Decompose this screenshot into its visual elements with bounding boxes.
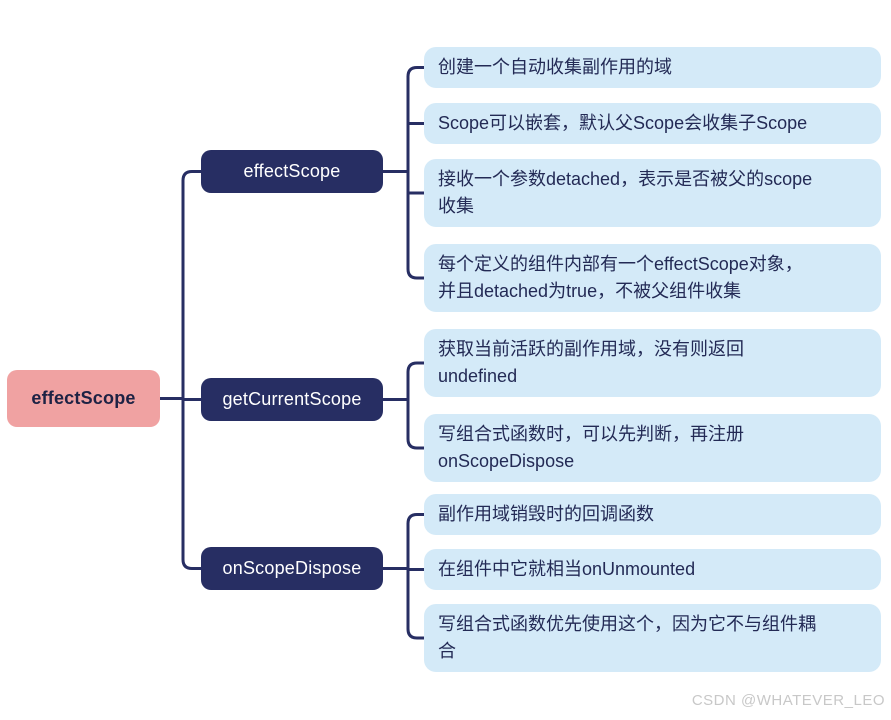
leaf-node[interactable]: 副作用域销毁时的回调函数 [424,494,881,535]
watermark-text: CSDN @WHATEVER_LEO [691,692,885,709]
leaf-node[interactable]: 写组合式函数时，可以先判断，再注册 onScopeDispose [424,414,881,482]
root-node-effectscope[interactable]: effectScope [7,370,160,427]
branch-node-onscopedispose[interactable]: onScopeDispose [201,547,383,590]
leaf-node[interactable]: 创建一个自动收集副作用的域 [424,47,881,88]
leaf-node[interactable]: 接收一个参数detached，表示是否被父的scope 收集 [424,159,881,227]
leaf-node[interactable]: 在组件中它就相当onUnmounted [424,549,881,590]
branch-node-getcurrentscope[interactable]: getCurrentScope [201,378,383,421]
leaf-node[interactable]: Scope可以嵌套，默认父Scope会收集子Scope [424,103,881,144]
branch-node-effectscope[interactable]: effectScope [201,150,383,193]
leaf-node[interactable]: 每个定义的组件内部有一个effectScope对象， 并且detached为tr… [424,244,881,312]
leaf-node[interactable]: 获取当前活跃的副作用域，没有则返回 undefined [424,329,881,397]
leaf-node[interactable]: 写组合式函数优先使用这个，因为它不与组件耦 合 [424,604,881,672]
